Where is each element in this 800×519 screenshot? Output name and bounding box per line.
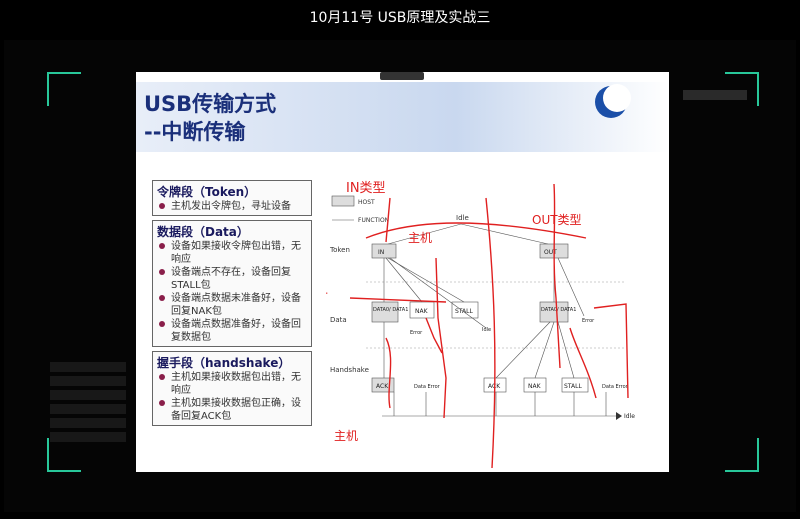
row-handshake-label: Handshake bbox=[330, 366, 369, 374]
handshake-phase-box: 握手段（handshake） 主机如果接收数据包出错，无响应 主机如果接收数据包… bbox=[152, 351, 312, 426]
frame-corner-bl bbox=[47, 438, 81, 472]
token-heading: 令牌段（Token） bbox=[157, 185, 257, 199]
annotation-stroke bbox=[385, 197, 391, 243]
annotation-out-type: OUT类型 bbox=[532, 213, 582, 227]
annotation-in-type: IN类型 bbox=[346, 181, 386, 196]
handshake-bullet: 主机如果接收数据包出错，无响应 bbox=[157, 371, 307, 397]
frame-corner-br bbox=[725, 438, 759, 472]
annotation-host2: 主机 bbox=[334, 429, 358, 443]
stall-left-box bbox=[451, 301, 479, 319]
red-annotations bbox=[349, 183, 629, 468]
ack-left-box bbox=[371, 377, 395, 393]
meeting-indicator[interactable] bbox=[380, 72, 424, 80]
data01-right-label: DATA0/ DATA1 bbox=[541, 307, 576, 313]
legend-function-label: FUNCTION bbox=[358, 217, 389, 224]
idle-to-out-line bbox=[460, 223, 549, 245]
data-heading: 数据段（Data） bbox=[157, 225, 249, 239]
shared-slide: USB传输方式 --中断传输 令牌段（Token） 主机发出令牌包，寻址设备 数… bbox=[136, 72, 669, 472]
stall-right-label: STALL bbox=[564, 383, 582, 390]
slide-title-line2: --中断传输 bbox=[144, 120, 246, 144]
data-to-nak-right-line bbox=[534, 321, 555, 379]
frame-corner-tl bbox=[47, 72, 81, 106]
window-title: 10月11号 USB原理及实战三 bbox=[309, 10, 491, 26]
token-bullet: 主机发出令牌包，寻址设备 bbox=[157, 200, 307, 213]
chat-overlay bbox=[50, 362, 126, 446]
legend-host-swatch bbox=[331, 195, 355, 207]
window-title-bar: 10月11号 USB原理及实战三 bbox=[0, 0, 800, 40]
annotation-stroke bbox=[385, 337, 392, 409]
annotation-stroke bbox=[553, 183, 561, 369]
nak-right-label: NAK bbox=[528, 383, 542, 390]
data01-left-box bbox=[371, 301, 399, 323]
chat-message bbox=[50, 390, 126, 400]
chat-message bbox=[50, 376, 126, 386]
annotation-stroke bbox=[569, 327, 597, 399]
ack-left-label: ACK bbox=[376, 383, 389, 390]
data01-left-label: DATA0/ DATA1 bbox=[373, 307, 408, 313]
out-token-label: OUT bbox=[544, 249, 557, 256]
in-to-stall-line bbox=[387, 257, 465, 303]
idle-to-in-line bbox=[387, 223, 462, 245]
chat-message bbox=[50, 418, 126, 428]
error-label-right: Error bbox=[582, 318, 595, 324]
stall-left-label: STALL bbox=[455, 308, 473, 315]
data-error-right-label: Data Error bbox=[602, 384, 629, 390]
slide-title-line1: USB传输方式 bbox=[144, 92, 277, 116]
slide-title: USB传输方式 --中断传输 bbox=[144, 90, 276, 146]
annotation-host1: 主机 bbox=[408, 231, 432, 245]
annotation-device: 设备 bbox=[326, 287, 328, 301]
moon-logo-icon bbox=[595, 84, 631, 118]
row-data-label: Data bbox=[330, 316, 347, 324]
data-bullet: 设备如果接收令牌包出错，无响应 bbox=[157, 240, 307, 266]
annotation-stroke bbox=[425, 317, 443, 354]
out-to-error-line bbox=[557, 257, 585, 317]
idle-bottom-label: Idle bbox=[624, 413, 635, 420]
error-label-left: Error bbox=[410, 330, 423, 336]
chat-message bbox=[50, 404, 126, 414]
idle-top-label: Idle bbox=[456, 214, 469, 222]
data-bullet: 设备端点数据准备好，设备回复数据包 bbox=[157, 318, 307, 344]
chat-message bbox=[50, 432, 126, 442]
handshake-heading: 握手段（handshake） bbox=[157, 356, 291, 370]
annotation-stroke bbox=[593, 303, 629, 399]
slide-title-band bbox=[136, 82, 669, 152]
token-phase-box: 令牌段（Token） 主机发出令牌包，寻址设备 bbox=[152, 180, 312, 216]
data-bullet: 设备端点不存在，设备回复STALL包 bbox=[157, 266, 307, 292]
in-to-nak-line bbox=[385, 257, 423, 303]
row-token-label: Token bbox=[329, 246, 350, 254]
stall-right-box bbox=[561, 377, 589, 393]
interrupt-transfer-diagram: HOST FUNCTION Idle Token Data Handshake … bbox=[326, 181, 635, 468]
annotation-stroke bbox=[435, 257, 447, 419]
phase-list: 令牌段（Token） 主机发出令牌包，寻址设备 数据段（Data） 设备如果接收… bbox=[152, 180, 312, 430]
frame-corner-tr bbox=[725, 72, 759, 106]
legend-host-label: HOST bbox=[358, 199, 375, 206]
handshake-bullet: 主机如果接收数据包正确，设备回复ACK包 bbox=[157, 397, 307, 423]
annotation-stroke bbox=[365, 222, 587, 239]
in-token-label: IN bbox=[378, 249, 384, 256]
data-to-ack-right-line bbox=[495, 321, 551, 379]
nak-left-label: NAK bbox=[415, 308, 429, 315]
annotation-stroke bbox=[485, 197, 496, 468]
annotation-stroke bbox=[349, 297, 447, 303]
idle-bottom-left-label: Idle bbox=[482, 327, 491, 333]
in-to-error-line bbox=[389, 257, 487, 329]
data-to-stall-right-line bbox=[557, 321, 575, 379]
data-error-left-label: Data Error bbox=[414, 384, 441, 390]
data-phase-box: 数据段（Data） 设备如果接收令牌包出错，无响应 设备端点不存在，设备回复ST… bbox=[152, 220, 312, 347]
chat-message bbox=[50, 362, 126, 372]
data-bullet: 设备端点数据未准备好，设备回复NAK包 bbox=[157, 292, 307, 318]
participant-chip[interactable] bbox=[683, 90, 747, 100]
bottom-idle-arrow bbox=[616, 412, 622, 420]
